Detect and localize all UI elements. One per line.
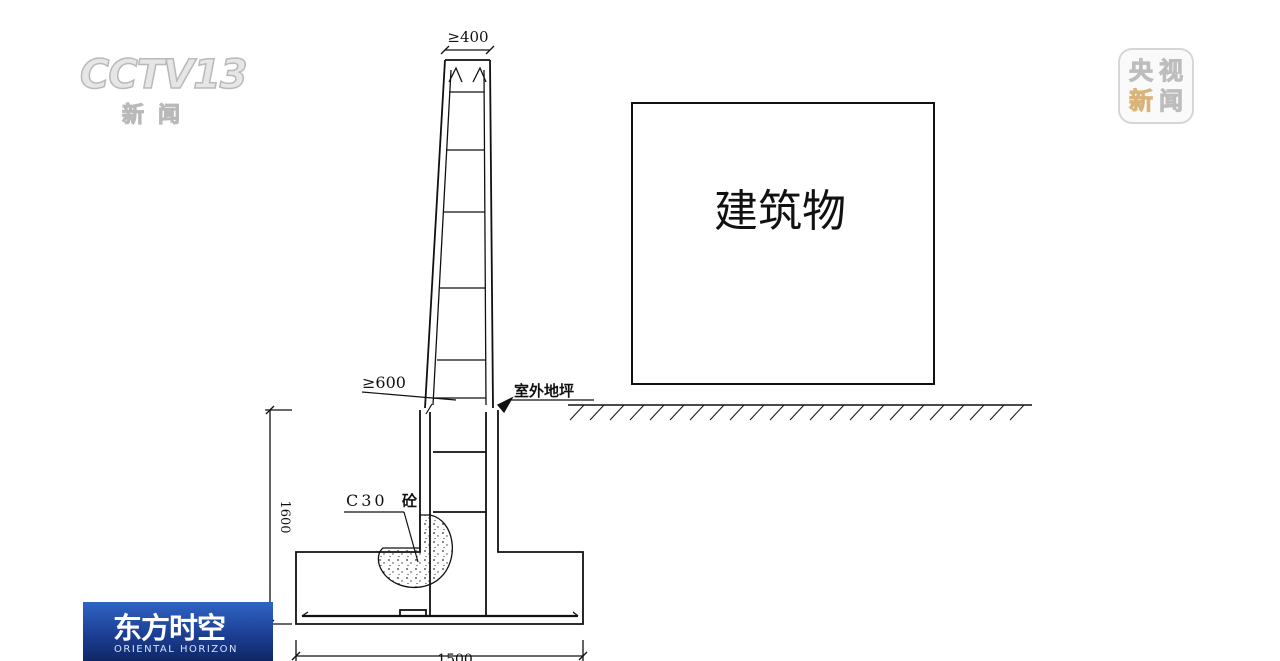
building-box bbox=[631, 102, 935, 385]
badge-char: 闻 bbox=[1159, 87, 1184, 116]
badge-char: 新 bbox=[1129, 87, 1154, 116]
top-width-dimension bbox=[440, 45, 495, 55]
ground-level-marker bbox=[496, 396, 594, 414]
cctv-news-badge: 央 视 新 闻 bbox=[1118, 48, 1194, 124]
column-outline bbox=[424, 59, 494, 409]
cctv13-channel-logo: CCTV13 新闻 bbox=[79, 51, 250, 130]
program-title: 东方时空 bbox=[113, 611, 226, 645]
pier-and-footing bbox=[295, 410, 584, 625]
concrete-label: 砼 bbox=[402, 492, 418, 510]
channel-logo-main: CCTV13 bbox=[79, 51, 248, 99]
footing-height-label: 1600 bbox=[277, 500, 292, 533]
program-title-card: 东方时空 ORIENTAL HORIZON bbox=[83, 602, 273, 661]
building-label: 建筑物 bbox=[714, 186, 846, 237]
concrete-leader bbox=[344, 511, 419, 563]
ground-level-label: 室外地坪 bbox=[514, 382, 574, 400]
footing-width-label: 1500 bbox=[437, 652, 473, 661]
footing-width-dimension bbox=[291, 640, 588, 661]
embed-depth-label: ≥600 bbox=[362, 373, 406, 392]
program-subtitle: ORIENTAL HORIZON bbox=[114, 644, 238, 655]
concrete-grade-label: C30 bbox=[346, 491, 388, 510]
top-width-label: ≥400 bbox=[447, 28, 488, 46]
footing-height-dimension bbox=[265, 405, 292, 629]
channel-logo-sub: 新闻 bbox=[121, 103, 195, 129]
column-rebar bbox=[432, 66, 487, 406]
ground-line bbox=[568, 404, 1032, 421]
badge-char: 央 bbox=[1129, 57, 1154, 86]
badge-char: 视 bbox=[1159, 57, 1184, 86]
embed-depth-leader bbox=[361, 391, 457, 415]
